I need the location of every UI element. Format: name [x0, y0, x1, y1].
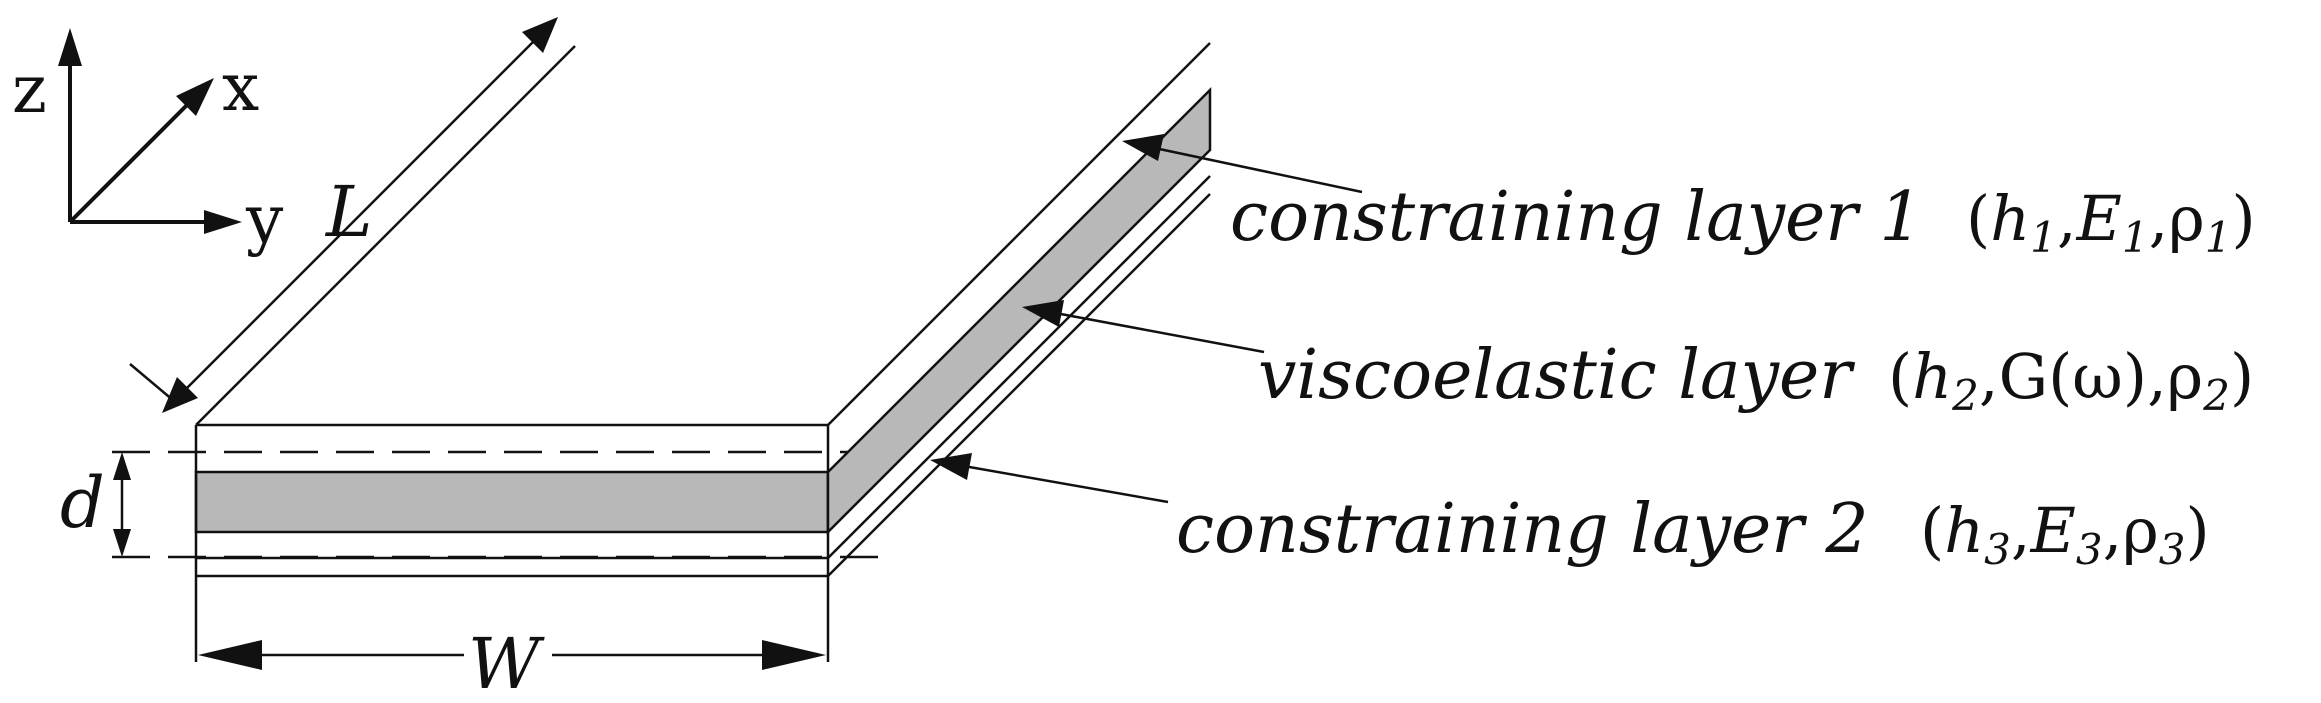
thickness-label: d: [60, 462, 105, 544]
z-axis-arrowhead: [58, 28, 82, 66]
layer-3-name: constraining layer 2: [1176, 490, 1869, 569]
coordinate-axes: z x y: [12, 28, 284, 258]
width-label: W: [468, 623, 545, 703]
layer-3-params: (h3,E3,ρ3): [1920, 494, 2210, 574]
layer-labels: constraining layer 1 (h1,E1,ρ1) viscoela…: [1176, 178, 2256, 574]
width-arrowhead-right: [762, 640, 826, 670]
layer-2-h: h: [1912, 340, 1952, 413]
leader-arrows: [930, 134, 1363, 504]
width-arrowhead-left: [198, 640, 262, 670]
beam-side-face: [826, 42, 1212, 577]
layer-1-modulus-sub: 1: [2122, 213, 2149, 262]
width-label-background: [464, 620, 552, 690]
layer-3-density-sub: 3: [2159, 525, 2186, 574]
thickness-arrowhead-top: [113, 452, 131, 480]
leader-constraining-layer-2-arrowhead: [930, 453, 972, 480]
layer-1-modulus: E: [2076, 182, 2122, 255]
side-top-edge: [827, 42, 1211, 426]
y-axis-label: y: [245, 181, 284, 258]
side-viscoelastic-layer: [826, 86, 1212, 536]
length-extension-line-left: [195, 45, 576, 426]
length-label: L: [324, 171, 372, 253]
thickness-dimension: d: [60, 452, 131, 557]
layer-3-density: ρ: [2122, 494, 2158, 567]
length-dimension: L: [129, 17, 576, 426]
layer-2-modulus: G(ω): [1999, 340, 2147, 413]
leader-constraining-layer-2: [957, 463, 1169, 504]
width-dimension: W: [198, 620, 826, 703]
length-dimension-line: [173, 30, 545, 402]
layer-2-density: ρ: [2167, 340, 2203, 413]
leader-constraining-layer-1-arrowhead: [1122, 134, 1164, 161]
length-arrowhead-top: [522, 17, 558, 53]
layer-2-params: (h2,G(ω),ρ2): [1888, 340, 2254, 420]
thickness-arrowhead-bottom: [113, 529, 131, 557]
layer-1-params: (h1,E1,ρ1): [1966, 182, 2256, 262]
side-bottom-edge-1: [827, 175, 1211, 559]
leader-constraining-layer-1: [1149, 145, 1363, 194]
layer-3-modulus: E: [2030, 494, 2076, 567]
front-viscoelastic-layer: [194, 470, 830, 534]
side-bottom-edge-2: [827, 193, 1211, 577]
layer-1-h: h: [1990, 182, 2030, 255]
x-axis-label: x: [222, 49, 259, 126]
layer-2-density-sub: 2: [2202, 371, 2230, 420]
layer-3-modulus-sub: 3: [2076, 525, 2103, 574]
layer-3-h-sub: 3: [1984, 525, 2011, 574]
layer-2-name: viscoelastic layer: [1258, 336, 1855, 415]
x-axis-arrowhead: [176, 78, 214, 116]
layer-1-density: ρ: [2168, 182, 2204, 255]
leader-viscoelastic-layer: [1049, 310, 1265, 354]
layer-1-name: constraining layer 1: [1230, 178, 1923, 257]
x-axis: [68, 90, 202, 224]
y-axis-arrowhead: [204, 210, 242, 234]
layer-3-h: h: [1944, 494, 1984, 567]
length-tick-left: [129, 363, 175, 402]
layer-1-density-sub: 1: [2205, 213, 2232, 262]
layer-1-h-sub: 1: [2030, 213, 2057, 262]
z-axis-label: z: [12, 51, 47, 128]
layer-2-h-sub: 2: [1951, 371, 1979, 420]
leader-viscoelastic-layer-arrowhead: [1022, 300, 1064, 327]
length-arrowhead-bottom: [162, 377, 198, 413]
